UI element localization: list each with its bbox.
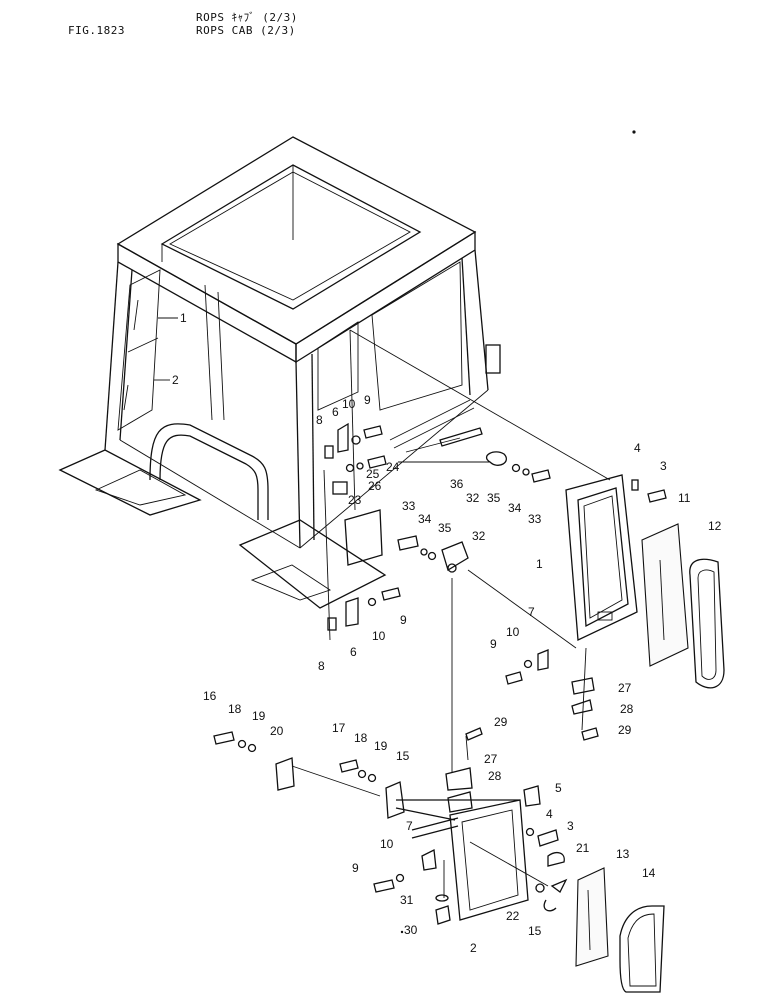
callout: 17 — [332, 721, 346, 735]
callout: 2 — [470, 941, 477, 955]
callout: 29 — [494, 715, 508, 729]
callout: 23 — [348, 493, 362, 507]
callout-numbers: 1 2 8 6 10 9 25 24 26 23 36 32 35 34 33 … — [172, 311, 722, 955]
callout: 32 — [466, 491, 480, 505]
title-japanese: ROPS ｷｬﾌﾞ (2/3) — [196, 11, 298, 24]
callout: 9 — [400, 613, 407, 627]
callout: 13 — [616, 847, 630, 861]
callout: 33 — [528, 512, 542, 526]
callout: 21 — [576, 841, 590, 855]
callout: 3 — [660, 459, 667, 473]
callout: 31 — [400, 893, 414, 907]
callout: 35 — [438, 521, 452, 535]
callout: 14 — [642, 866, 656, 880]
callout: 8 — [318, 659, 325, 673]
callout: 35 — [487, 491, 501, 505]
callout: 7 — [406, 819, 413, 833]
callout: 19 — [374, 739, 388, 753]
callout: 1 — [180, 311, 187, 325]
callout: 26 — [368, 479, 382, 493]
callout: 30 — [404, 923, 418, 937]
scan-speck — [632, 130, 636, 134]
callout: 9 — [352, 861, 359, 875]
callout: 20 — [270, 724, 284, 738]
callout: 12 — [708, 519, 722, 533]
callout: 33 — [402, 499, 416, 513]
title-english: ROPS CAB (2/3) — [196, 24, 296, 37]
callout: 10 — [380, 837, 394, 851]
callout: 15 — [528, 924, 542, 938]
callout: 34 — [508, 501, 522, 515]
left-door-assembly — [213, 727, 665, 993]
callout: 5 — [555, 781, 562, 795]
callout: 10 — [342, 397, 356, 411]
leader-lines — [154, 317, 611, 898]
callout: 7 — [528, 605, 535, 619]
callout: 25 — [366, 467, 380, 481]
callout: 10 — [506, 625, 520, 639]
callout: 6 — [332, 405, 339, 419]
callout: 1 — [536, 557, 543, 571]
callout: 6 — [350, 645, 357, 659]
callout: 22 — [506, 909, 520, 923]
callout: 29 — [618, 723, 632, 737]
callout: 4 — [546, 807, 553, 821]
upper-hinge-hardware — [324, 422, 551, 631]
callout: 18 — [228, 702, 242, 716]
callout: 2 — [172, 373, 179, 387]
right-door-assembly — [505, 474, 725, 741]
callout: 28 — [620, 702, 634, 716]
callout: 8 — [316, 413, 323, 427]
callout: 19 — [252, 709, 266, 723]
callout: 4 — [634, 441, 641, 455]
callout: 18 — [354, 731, 368, 745]
callout: 16 — [203, 689, 217, 703]
callout: 36 — [450, 477, 464, 491]
callout: 28 — [488, 769, 502, 783]
figure-label: FIG.1823 — [68, 24, 125, 37]
callout: 27 — [618, 681, 632, 695]
callout: 27 — [484, 752, 498, 766]
rops-cab-frame — [58, 136, 501, 641]
callout: 34 — [418, 512, 432, 526]
callout: 32 — [472, 529, 486, 543]
callout: 24 — [386, 460, 400, 474]
scan-speck — [400, 930, 404, 934]
callout: 9 — [490, 637, 497, 651]
callout: 11 — [678, 491, 691, 505]
callout: 3 — [567, 819, 574, 833]
callout: 10 — [372, 629, 386, 643]
callout: 15 — [396, 749, 410, 763]
callout: 9 — [364, 393, 371, 407]
